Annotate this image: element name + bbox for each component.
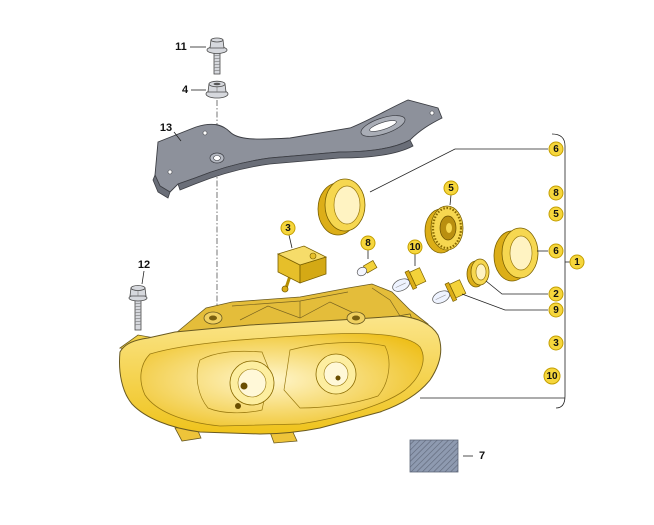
list-item: 9: [548, 302, 564, 318]
list-item: 6: [548, 243, 564, 259]
list-item: 5: [548, 206, 564, 222]
leader-line-2: [485, 280, 548, 295]
sealing-ring-icon: [317, 178, 366, 236]
list-item: 2: [548, 286, 564, 302]
leader-line-5: [449, 194, 452, 206]
leader-line-9: [461, 293, 548, 311]
callout-label-10: 10: [409, 242, 421, 253]
list-item-label: 6: [553, 246, 559, 257]
callout-badge-5: 5: [443, 180, 459, 196]
assembly-bracket: [551, 133, 566, 409]
list-item-label: 6: [553, 144, 559, 155]
retaining-ring-icon: [466, 258, 490, 288]
callout-label-5: 5: [448, 183, 454, 194]
dust-cap-icon: [493, 227, 539, 282]
leveling-motor-icon: [276, 245, 328, 293]
h7-bulb-icon: [392, 267, 427, 292]
list-item-label: 5: [553, 209, 559, 220]
parts-column: 6 8 5 6 2 9 3 10: [543, 141, 564, 385]
hex-nut-icon: [205, 80, 229, 99]
list-item-label: 8: [553, 188, 559, 199]
leader-line-3: [288, 234, 293, 249]
callout-label-1: 1: [574, 257, 580, 268]
list-item-label: 2: [553, 289, 559, 300]
wedge-bulb-icon: [356, 260, 378, 277]
list-item: 3: [548, 335, 564, 351]
list-item-label: 9: [553, 305, 559, 316]
screw-icon: [128, 285, 148, 331]
leader-line-12: [141, 270, 145, 285]
callout-label-13: 13: [160, 122, 172, 134]
legend-label: 7: [479, 450, 485, 462]
callout-label-8: 8: [365, 238, 371, 249]
callout-badge-1: 1: [569, 254, 585, 270]
list-item: 6: [548, 141, 564, 157]
callout-badge-3: 3: [280, 220, 296, 236]
list-item: 10: [543, 367, 561, 385]
legend: 7: [409, 439, 485, 473]
legend-swatch: [409, 439, 459, 473]
callout-label-3: 3: [285, 223, 291, 234]
callout-badge-10: 10: [407, 239, 423, 255]
leader-line-6-ring: [369, 148, 548, 193]
leader-line-13: [173, 131, 182, 142]
callout-label-11: 11: [175, 41, 187, 53]
callout-badge-8: 8: [360, 235, 376, 251]
list-item: 8: [548, 185, 564, 201]
bulb-socket-icon: [424, 205, 464, 254]
mounting-bracket-icon: [152, 99, 443, 199]
h7-bulb-icon: [432, 279, 467, 304]
list-item-label: 10: [546, 371, 558, 382]
callout-label-12: 12: [138, 259, 150, 271]
list-item-label: 3: [553, 338, 559, 349]
headlight-housing-icon: [118, 283, 442, 444]
flange-bolt-icon: [206, 37, 228, 75]
callout-label-4: 4: [182, 84, 189, 96]
